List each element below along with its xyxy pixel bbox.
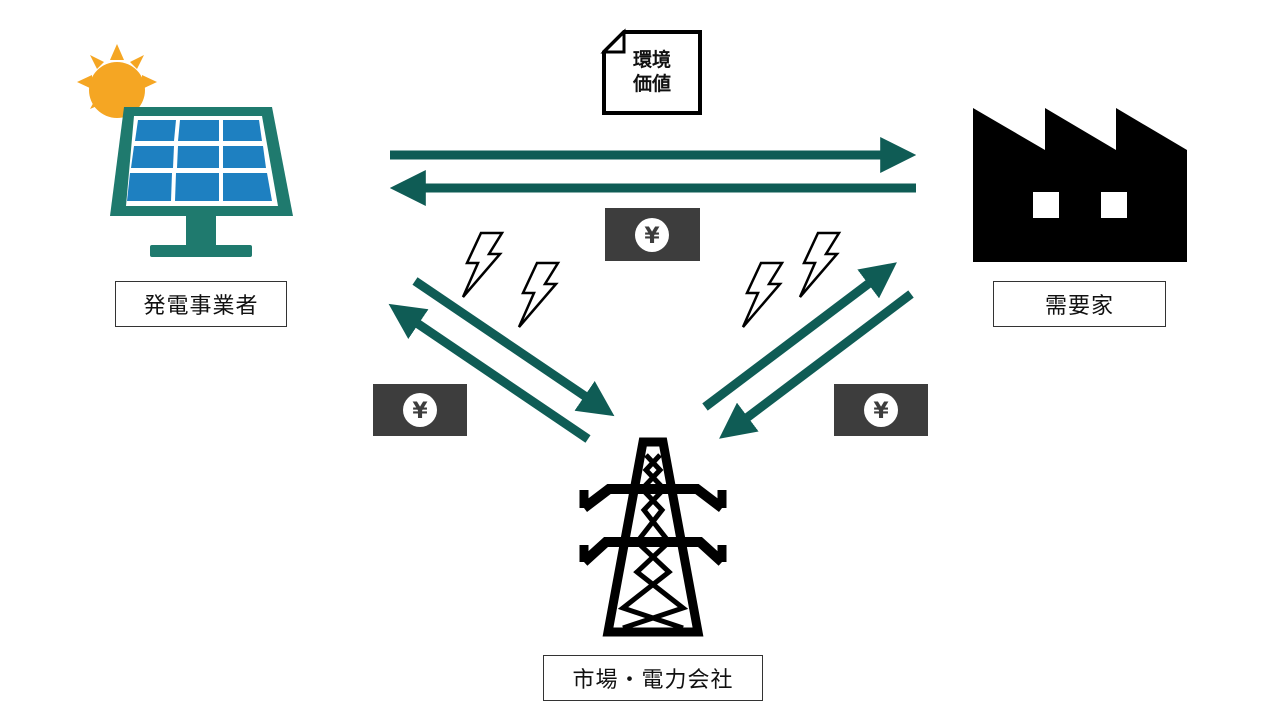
arrow-consumer-to-market	[719, 290, 914, 439]
lightning-icon	[741, 261, 785, 328]
factory-icon	[973, 108, 1187, 262]
lightning-icon	[517, 261, 561, 328]
solar-panel-icon	[110, 107, 293, 257]
producer-label: 発電事業者	[115, 281, 287, 327]
lightning-icon	[461, 231, 505, 298]
sun-icon	[77, 44, 157, 118]
market-label: 市場・電力会社	[543, 655, 763, 701]
yen-symbol: ¥	[412, 399, 428, 424]
arrows	[388, 137, 917, 443]
document-icon	[600, 28, 702, 115]
arrow-market-to-consumer	[702, 262, 897, 411]
environmental-value-line2: 価値	[632, 73, 671, 95]
environmental-value-text: 環境 価値	[612, 48, 692, 96]
yen-symbol: ¥	[873, 399, 889, 424]
transmission-tower-icon	[579, 437, 727, 637]
consumer-label: 需要家	[993, 281, 1166, 327]
arrow-market-to-producer	[388, 303, 591, 443]
lightning-icon	[798, 231, 842, 298]
yen-bill-icon: ¥	[605, 208, 700, 261]
lightning-icons	[461, 231, 842, 328]
arrow-producer-to-market	[412, 277, 615, 417]
yen-bill-icon: ¥	[373, 384, 467, 436]
environmental-value-line1: 環境	[632, 49, 671, 71]
yen-bill-icon: ¥	[834, 384, 928, 436]
yen-symbol: ¥	[644, 224, 660, 249]
